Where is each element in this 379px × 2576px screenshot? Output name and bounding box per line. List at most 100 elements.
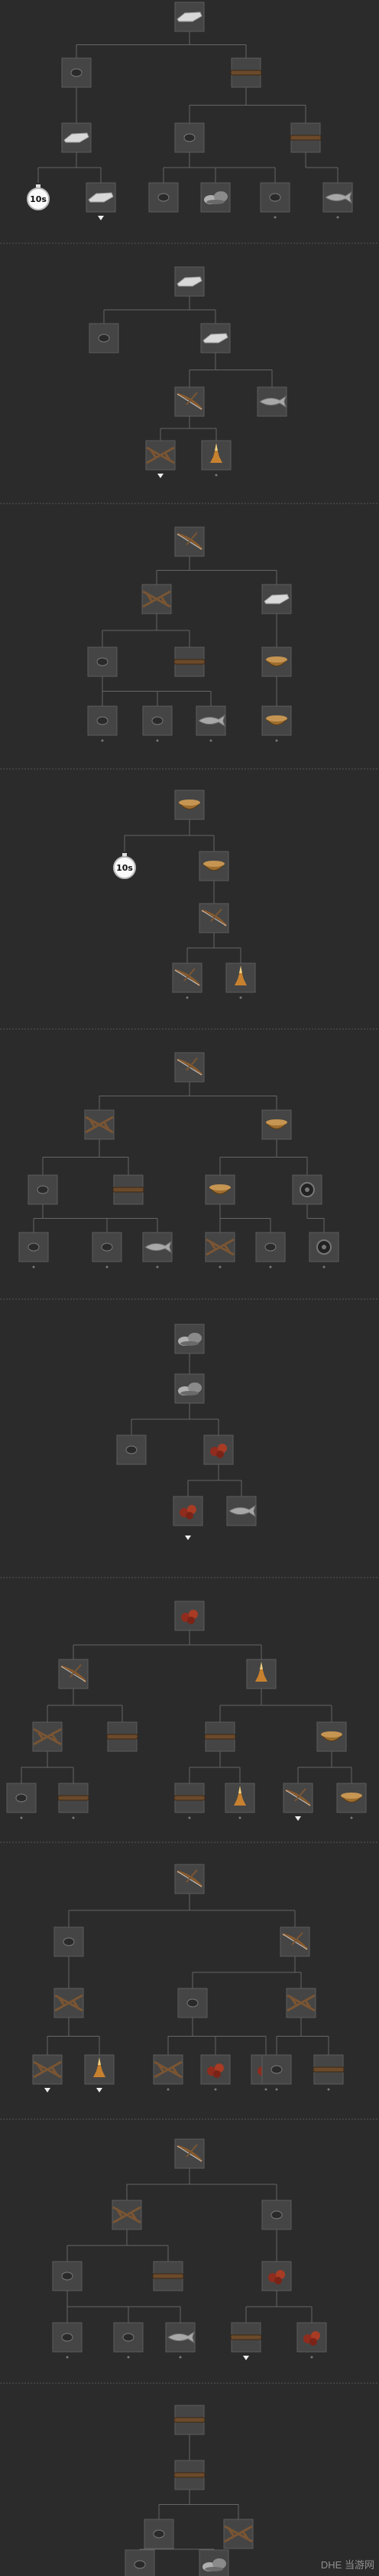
recipe-tile[interactable] bbox=[196, 705, 226, 736]
recipe-tile[interactable] bbox=[57, 1783, 89, 1813]
recipe-tile[interactable] bbox=[145, 440, 176, 471]
recipe-tile[interactable] bbox=[286, 1988, 316, 2018]
recipe-tile[interactable] bbox=[283, 1783, 313, 1813]
recipe-tile[interactable] bbox=[142, 705, 173, 736]
recipe-tile[interactable] bbox=[336, 1783, 367, 1813]
recipe-tile[interactable] bbox=[87, 705, 118, 736]
recipe-tile[interactable] bbox=[261, 646, 292, 677]
tree-link bbox=[124, 819, 215, 852]
recipe-tile[interactable] bbox=[200, 182, 231, 213]
recipe-tile[interactable] bbox=[230, 2322, 262, 2353]
log-icon bbox=[152, 2273, 184, 2279]
recipe-tile[interactable] bbox=[173, 1783, 206, 1813]
recipe-tile[interactable] bbox=[142, 1232, 173, 1262]
recipe-tile[interactable] bbox=[203, 1435, 234, 1465]
recipe-tile[interactable] bbox=[174, 266, 205, 297]
recipe-tile[interactable] bbox=[61, 57, 92, 88]
recipe-tile[interactable] bbox=[173, 646, 206, 677]
recipe-tile[interactable] bbox=[199, 851, 229, 881]
recipe-tile[interactable] bbox=[261, 2200, 292, 2230]
recipe-tile[interactable] bbox=[174, 1052, 205, 1083]
recipe-tile[interactable] bbox=[261, 2054, 292, 2085]
recipe-tile[interactable] bbox=[112, 1174, 144, 1205]
log-icon bbox=[173, 2417, 206, 2423]
recipe-tile[interactable] bbox=[58, 1659, 89, 1689]
recipe-tile[interactable] bbox=[225, 1783, 255, 1813]
recipe-tile[interactable] bbox=[106, 1721, 138, 1752]
recipe-tile[interactable] bbox=[296, 2322, 327, 2353]
recipe-tile[interactable] bbox=[246, 1659, 277, 1689]
recipe-tile[interactable] bbox=[84, 1109, 115, 1140]
recipe-tile[interactable] bbox=[28, 1174, 58, 1205]
recipe-tile[interactable] bbox=[261, 2261, 292, 2291]
recipe-tile[interactable] bbox=[152, 2261, 184, 2291]
recipe-tile[interactable] bbox=[200, 2054, 231, 2085]
recipe-tile[interactable] bbox=[144, 2519, 174, 2549]
recipe-tile[interactable] bbox=[18, 1232, 49, 1262]
recipe-tile[interactable] bbox=[200, 323, 231, 353]
recipe-tile[interactable] bbox=[226, 1496, 257, 1526]
recipe-tile[interactable] bbox=[292, 1174, 322, 1205]
recipe-tile[interactable] bbox=[261, 705, 292, 736]
recipe-tile[interactable] bbox=[52, 2322, 83, 2353]
recipe-tile[interactable] bbox=[32, 1721, 63, 1752]
recipe-tile[interactable] bbox=[53, 1926, 84, 1957]
recipe-tile[interactable] bbox=[205, 1232, 235, 1262]
recipe-tile[interactable] bbox=[174, 790, 205, 820]
recipe-tile[interactable]: 10s bbox=[27, 184, 50, 210]
recipe-tile[interactable] bbox=[204, 1721, 236, 1752]
recipe-tile[interactable] bbox=[225, 962, 256, 993]
recipe-tile[interactable] bbox=[86, 182, 116, 213]
recipe-tile[interactable] bbox=[260, 182, 290, 213]
recipe-tile[interactable] bbox=[322, 182, 353, 213]
recipe-tile[interactable] bbox=[174, 1373, 205, 1404]
recipe-tile[interactable] bbox=[223, 2519, 254, 2549]
recipe-tile[interactable] bbox=[125, 2549, 155, 2576]
recipe-tile[interactable] bbox=[257, 386, 287, 417]
recipe-tile[interactable] bbox=[174, 1324, 205, 1354]
recipe-tile[interactable] bbox=[309, 1232, 339, 1262]
recipe-tile[interactable] bbox=[116, 1435, 147, 1465]
recipe-tile[interactable] bbox=[173, 2405, 206, 2435]
recipe-tile[interactable] bbox=[199, 903, 229, 933]
recipe-tile[interactable] bbox=[199, 2549, 229, 2576]
recipe-tile[interactable] bbox=[261, 584, 292, 614]
recipe-tile[interactable] bbox=[6, 1783, 37, 1813]
recipe-tile[interactable] bbox=[261, 1109, 292, 1140]
recipe-tile[interactable] bbox=[52, 2261, 83, 2291]
selected-marker bbox=[157, 474, 164, 478]
recipe-tile[interactable] bbox=[313, 2054, 345, 2085]
recipe-tile[interactable] bbox=[172, 962, 202, 993]
recipe-tile[interactable] bbox=[92, 1232, 122, 1262]
recipe-tile[interactable] bbox=[112, 2200, 142, 2230]
recipe-tile[interactable] bbox=[174, 1601, 205, 1631]
recipe-tile[interactable] bbox=[84, 2054, 115, 2085]
recipe-tile[interactable] bbox=[201, 440, 232, 471]
recipe-tile[interactable] bbox=[174, 2138, 205, 2169]
recipe-tile[interactable] bbox=[280, 1926, 310, 1957]
recipe-tile[interactable] bbox=[61, 122, 92, 153]
recipe-tile[interactable] bbox=[53, 1988, 84, 2018]
recipe-tile[interactable] bbox=[174, 2, 205, 32]
recipe-tile[interactable] bbox=[32, 2054, 63, 2085]
recipe-tile[interactable] bbox=[173, 2460, 206, 2490]
recipe-tile[interactable] bbox=[255, 1232, 286, 1262]
recipe-tile[interactable] bbox=[177, 1988, 208, 2018]
recipe-tile[interactable] bbox=[205, 1174, 235, 1205]
recipe-tile[interactable] bbox=[113, 2322, 144, 2353]
recipe-tile[interactable] bbox=[230, 57, 262, 88]
recipe-tile[interactable] bbox=[290, 122, 322, 153]
recipe-tile[interactable] bbox=[174, 526, 205, 557]
recipe-tile[interactable] bbox=[141, 584, 172, 614]
recipe-tile[interactable]: 10s bbox=[113, 852, 136, 879]
recipe-tile[interactable] bbox=[316, 1721, 347, 1752]
recipe-tile[interactable] bbox=[174, 122, 205, 153]
recipe-tile[interactable] bbox=[165, 2322, 196, 2353]
recipe-tile[interactable] bbox=[153, 2054, 183, 2085]
recipe-tile[interactable] bbox=[174, 386, 205, 417]
recipe-tile[interactable] bbox=[174, 1864, 205, 1894]
recipe-tile[interactable] bbox=[173, 1496, 203, 1526]
recipe-tile[interactable] bbox=[148, 182, 179, 213]
recipe-tile[interactable] bbox=[89, 323, 119, 353]
recipe-tile[interactable] bbox=[87, 646, 118, 677]
